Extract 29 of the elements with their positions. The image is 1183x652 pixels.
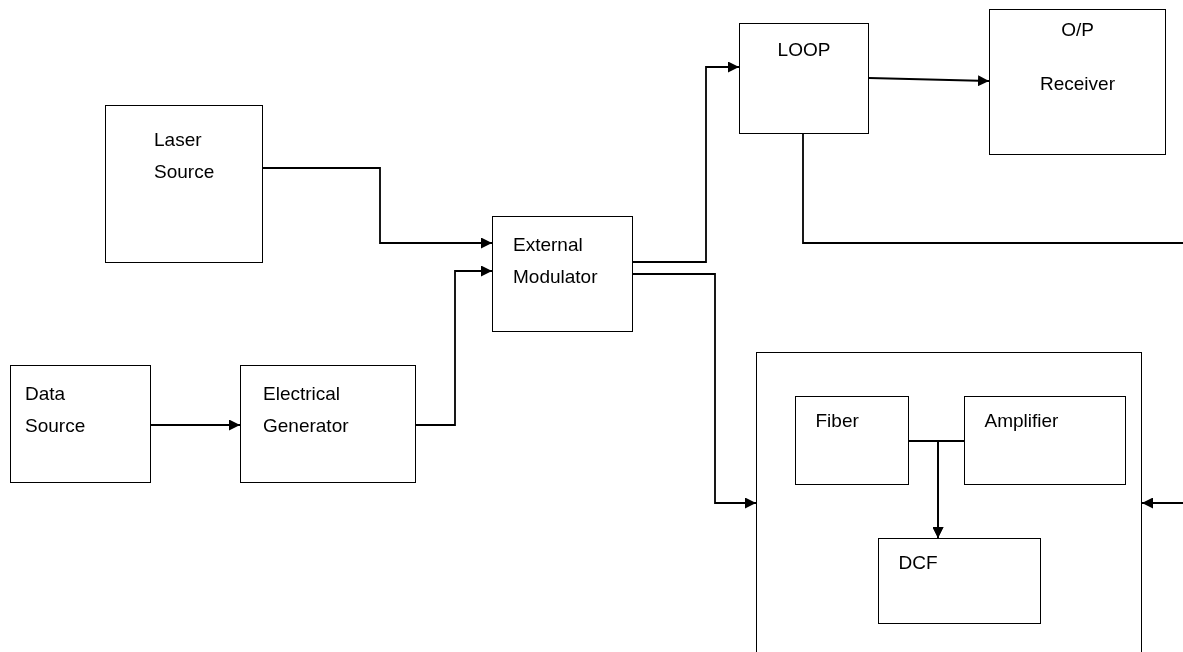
process-box (739, 23, 869, 134)
box-label: Amplifier (984, 408, 1060, 433)
container-box (756, 352, 1142, 652)
arrow (632, 61, 740, 263)
box-label: Electrical Generator (263, 382, 350, 438)
box-label: External Modulator (513, 233, 599, 289)
box-label: Receiver (1039, 72, 1116, 96)
arrow (262, 167, 493, 249)
arrow (415, 265, 493, 426)
arrow (632, 273, 757, 509)
process-box (963, 395, 1126, 485)
arrow (150, 419, 241, 431)
process-box (492, 216, 633, 332)
process-box (989, 9, 1166, 155)
box-label: O/P (1060, 18, 1095, 42)
connector-line (802, 133, 1183, 244)
box-label: DCF (898, 550, 939, 575)
arrow (1141, 497, 1183, 509)
arrow (868, 75, 990, 87)
box-label: Data Source (25, 382, 87, 438)
process-box (240, 365, 416, 483)
process-box (877, 537, 1041, 624)
process-box (10, 365, 151, 483)
box-label: Fiber (815, 408, 860, 433)
box-label: Laser Source (154, 128, 216, 184)
arrow (932, 440, 965, 539)
process-box (794, 395, 909, 485)
box-label: LOOP (776, 38, 832, 62)
process-box (105, 105, 263, 263)
